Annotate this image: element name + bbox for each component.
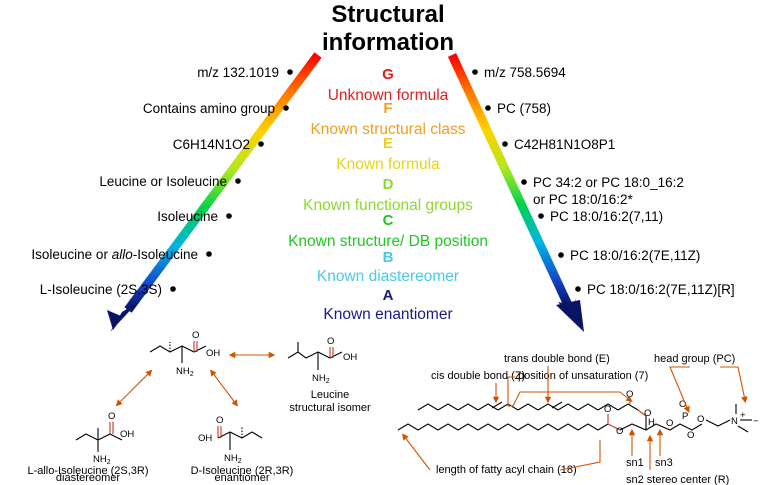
level-c-label: Known structure/ DB position — [288, 233, 488, 250]
allo-oh: OH — [120, 429, 134, 440]
right-example-3: C42H81N1O8P1 — [514, 137, 615, 152]
title-line-1: Structural — [331, 1, 444, 28]
level-c-letter: C — [383, 212, 394, 229]
level-b-letter: B — [383, 249, 394, 266]
level-list: G Unknown formula F Known structural cla… — [288, 66, 488, 323]
left-example-3: C6H14N1O2 — [173, 137, 250, 152]
lipid-h: H — [648, 417, 655, 428]
level-g-label: Unknown formula — [328, 87, 449, 104]
left-example-1: m/z 132.1019 — [197, 65, 279, 80]
lipid-structure: O O O O H O P O O O N + − — [397, 389, 759, 441]
right-example-4b: or PC 18:0/16:2* — [533, 192, 634, 207]
leu-oh: OH — [343, 352, 357, 363]
title-line-2: information — [322, 29, 454, 56]
allo-desc: diastereomer — [56, 472, 121, 484]
left-bullet-4 — [235, 178, 241, 184]
d-ile-o: O — [216, 415, 223, 426]
l-isoleucine-structure: O OH NH2 — [149, 330, 220, 378]
left-example-7: L-Isoleucine (2S,3S) — [40, 282, 162, 297]
allo-o: O — [108, 411, 115, 422]
leu-nh2: NH2 — [312, 373, 330, 385]
right-example-6: PC 18:0/16:2(7E,11Z) — [570, 248, 700, 263]
d-ile-oh: OH — [198, 433, 212, 444]
right-example-list: m/z 758.5694 PC (758) C42H81N1O8P1 PC 34… — [472, 65, 735, 297]
left-gradient-arrow — [107, 52, 322, 332]
right-gradient-arrow — [447, 53, 584, 332]
right-bullet-7 — [575, 286, 581, 292]
left-bullet-1 — [287, 69, 293, 75]
left-example-5: Isoleucine — [157, 209, 218, 224]
right-bullet-4 — [521, 179, 527, 185]
right-bullet-1 — [472, 69, 478, 75]
right-bullet-5 — [538, 213, 544, 219]
right-example-5: PC 18:0/16:2(7,11) — [550, 209, 663, 224]
lipid-o-2: O — [644, 408, 651, 419]
level-f-label: Known structural class — [310, 121, 465, 138]
lipid-o-3: O — [604, 404, 611, 415]
ann-sn1: sn1 — [626, 457, 644, 469]
level-a-letter: A — [383, 287, 394, 304]
left-bullet-5 — [226, 213, 232, 219]
left-bullet-3 — [258, 141, 264, 147]
allo-isoleucine-structure: O OH NH2 L-allo-Isoleucine (2S,3R) diast… — [27, 411, 148, 484]
level-a-label: Known enantiomer — [323, 306, 452, 323]
left-example-2: Contains amino group — [143, 101, 275, 116]
allo-name: L-allo-Isoleucine (2S,3R) — [27, 465, 148, 477]
left-example-4: Leucine or Isoleucine — [99, 174, 227, 189]
lipid-n: N — [731, 416, 738, 427]
leucine-name: Leucine — [311, 389, 350, 401]
lipid-annotations: trans double bond (E) cis double bond (Z… — [401, 353, 748, 485]
level-b-label: Known diastereomer — [317, 268, 459, 285]
level-d-label: Known functional groups — [303, 197, 473, 214]
lipid-o-1: O — [626, 389, 633, 400]
left-example-6: Isoleucine or allo-Isoleucine — [31, 247, 198, 262]
lipid-o-7: O — [687, 430, 694, 441]
right-bullet-3 — [502, 141, 508, 147]
l-ile-nh2: NH2 — [176, 366, 194, 378]
right-example-1: m/z 758.5694 — [484, 65, 566, 80]
l-ile-o: O — [192, 330, 199, 341]
ann-trans: trans double bond (E) — [504, 353, 610, 365]
lipid-o-6: O — [679, 399, 686, 410]
ann-cis: cis double bond (Z) — [431, 370, 525, 382]
allo-nh2: NH2 — [93, 454, 111, 466]
leucine-desc: structural isomer — [289, 402, 371, 414]
right-example-7: PC 18:0/16:2(7E,11Z)[R] — [587, 282, 735, 297]
left-example-list: m/z 132.1019 Contains amino group C6H14N… — [31, 65, 293, 297]
right-example-2: PC (758) — [497, 101, 551, 116]
lipid-minus: − — [753, 416, 759, 427]
isomer-arrows — [115, 351, 276, 407]
lipid-o-4: O — [616, 426, 623, 437]
ann-sn3: sn3 — [655, 457, 673, 469]
d-ile-desc: enantiomer — [214, 472, 269, 484]
right-example-4: PC 34:2 or PC 18:0_16:2 — [533, 175, 684, 190]
d-ile-nh2: NH2 — [224, 453, 242, 465]
level-f-letter: F — [383, 100, 392, 117]
left-bullet-7 — [170, 286, 176, 292]
right-bullet-6 — [558, 252, 564, 258]
d-ile-name: D-Isoleucine (2R,3R) — [191, 465, 294, 477]
left-bullet-6 — [206, 251, 212, 257]
left-bullet-2 — [283, 105, 289, 111]
lipid-o-8: O — [697, 414, 704, 425]
level-g-letter: G — [382, 66, 394, 83]
l-ile-oh: OH — [206, 348, 220, 359]
ann-sn2: sn2 stereo center (R) — [626, 474, 729, 485]
leucine-structure: O OH NH2 Leucine structural isomer — [287, 336, 371, 414]
leu-o: O — [327, 336, 334, 347]
right-bullet-2 — [485, 105, 491, 111]
ann-position: position of unsaturation (7) — [518, 370, 648, 382]
level-e-label: Known formula — [336, 156, 440, 173]
ann-head: head group (PC) — [654, 353, 735, 365]
lipid-p: P — [682, 411, 688, 422]
ann-chain: length of fatty acyl chain (18) — [436, 464, 577, 476]
level-e-letter: E — [383, 135, 393, 152]
lipid-o-5: O — [666, 418, 673, 429]
d-isoleucine-structure: O OH NH2 D-Isoleucine (2R,3R) enantiomer — [191, 415, 294, 484]
level-d-letter: D — [383, 176, 394, 193]
lipid-n-plus: + — [740, 410, 746, 421]
